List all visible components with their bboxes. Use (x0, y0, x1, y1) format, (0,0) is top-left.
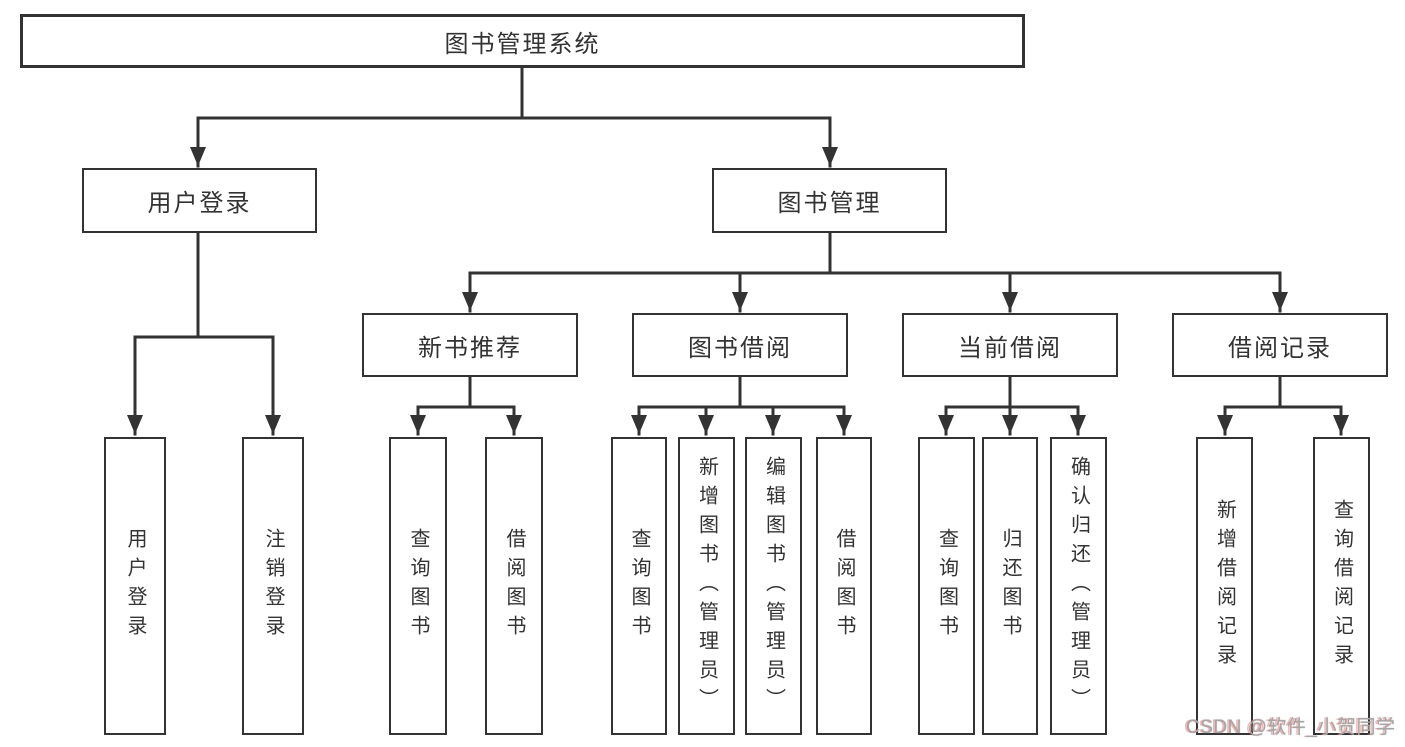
node-book-management: 图书管理 (712, 168, 947, 233)
leaf-user-login: 用户登录 (104, 437, 166, 735)
leaf-query-books-newbook: 查询图书 (389, 437, 447, 735)
leaf-borrow-books: 借阅图书 (816, 437, 872, 735)
leaf-borrow-books-newbook: 借阅图书 (485, 437, 543, 735)
node-library-management-system: 图书管理系统 (20, 14, 1025, 68)
leaf-edit-books-admin: 编辑图书（管理员） (745, 437, 802, 735)
leaf-logout: 注销登录 (242, 437, 304, 735)
leaf-add-books-admin: 新增图书（管理员） (678, 437, 735, 735)
leaf-confirm-return-admin: 确认归还（管理员） (1050, 437, 1107, 735)
csdn-watermark: CSDN @软件_小贺同学 (1186, 717, 1396, 738)
node-borrowing-records: 借阅记录 (1172, 313, 1388, 377)
leaf-query-borrow-record: 查询借阅记录 (1313, 437, 1370, 735)
node-new-book-recommendation: 新书推荐 (362, 313, 578, 377)
node-current-borrowing: 当前借阅 (902, 313, 1118, 377)
node-user-login: 用户登录 (82, 168, 317, 233)
node-book-borrowing: 图书借阅 (632, 313, 848, 377)
leaf-return-books: 归还图书 (982, 437, 1038, 735)
leaf-add-borrow-record: 新增借阅记录 (1196, 437, 1253, 735)
leaf-query-books-current: 查询图书 (918, 437, 975, 735)
leaf-query-books-borrow: 查询图书 (611, 437, 667, 735)
